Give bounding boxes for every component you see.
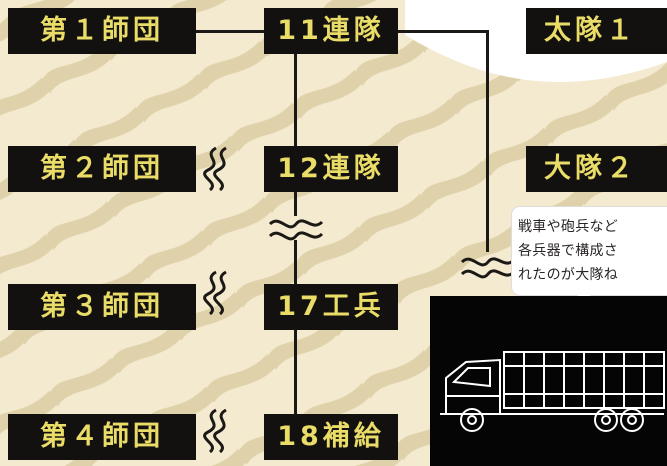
unit-box-12: 12連隊 [264,146,398,192]
division-box-1: 第１師団 [8,8,196,54]
connector-unit11-battalion [398,30,488,33]
division-box-4: 第４師団 [8,414,196,460]
wavy-break-icon [460,257,516,279]
trunk-line-lower [294,328,297,414]
truck-icon [440,351,665,432]
battalion-box-1: 太隊１ [526,8,667,54]
connector-battalion-vertical [486,30,489,252]
division-box-2: 第２師団 [8,146,196,192]
trunk-line-mid-a [294,190,297,216]
division-box-3: 第３師団 [8,284,196,330]
wavy-break-icon [203,270,227,316]
wavy-break-icon [268,219,324,241]
unit-box-17: 17工兵 [264,284,398,330]
battalion-box-2: 大隊２ [526,146,667,192]
unit-box-11: 11連隊 [264,8,398,54]
connector-div1-unit11 [196,30,264,33]
speech-bubble: 戦車や砲兵など 各兵器で構成さ れたのが大隊ね [512,207,667,295]
wavy-break-icon [203,408,227,454]
speech-bubble-text: 戦車や砲兵など 各兵器で構成さ れたのが大隊ね [518,219,619,283]
monitor-screen [430,296,667,466]
unit-box-18: 18補給 [264,414,398,460]
trunk-line-mid-b [294,240,297,284]
trunk-line-upper [294,48,297,146]
wavy-break-icon [203,146,227,192]
